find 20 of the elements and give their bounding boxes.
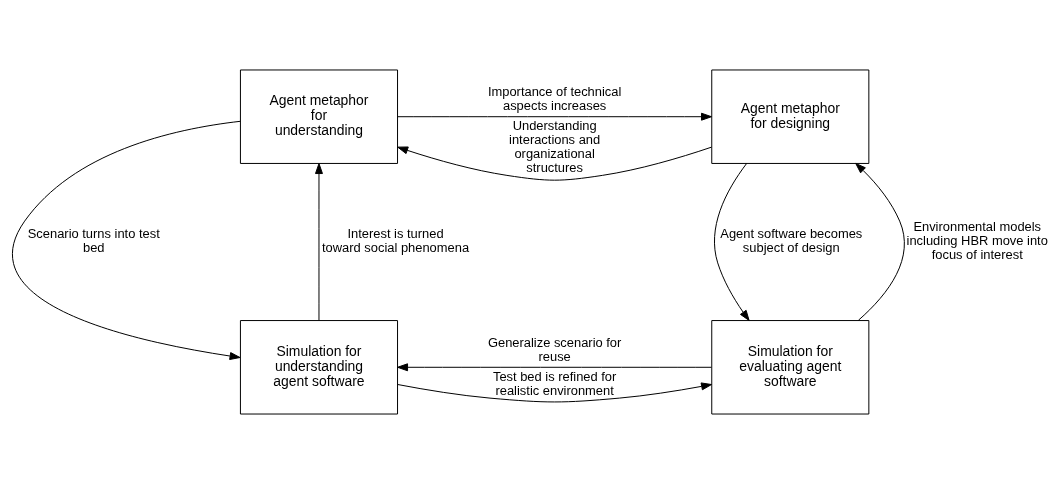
edge-label: Scenario turns into test bed (27, 225, 160, 255)
arrow (397, 362, 712, 371)
edge-label: Generalize scenario for reuse (487, 334, 622, 364)
arrow (12, 120, 241, 360)
edge-label: Environmental models including HBR move into focus of interest (906, 218, 1048, 262)
edge-label: Agent software becomes subject of design (720, 225, 863, 255)
edge-label: Understanding interactions and organizational structures (509, 117, 601, 175)
arrow (714, 162, 750, 321)
edge-label: Test bed is refined for realistic environment (492, 368, 617, 398)
arrow (397, 381, 712, 402)
arrow (397, 112, 712, 121)
arrow (397, 146, 713, 181)
node-box: Simulation for understanding agent software (239, 319, 399, 414)
edge-label: Importance of technical aspects increases (487, 83, 622, 113)
node-box: Simulation for evaluating agent software (711, 319, 870, 414)
arrow (315, 162, 323, 321)
node-box: Agent metaphor for understanding (239, 69, 399, 164)
edge-label: Interest is turned toward social phenomena (322, 225, 470, 255)
arrow (855, 162, 905, 321)
node-box: Agent metaphor for designing (711, 69, 870, 164)
